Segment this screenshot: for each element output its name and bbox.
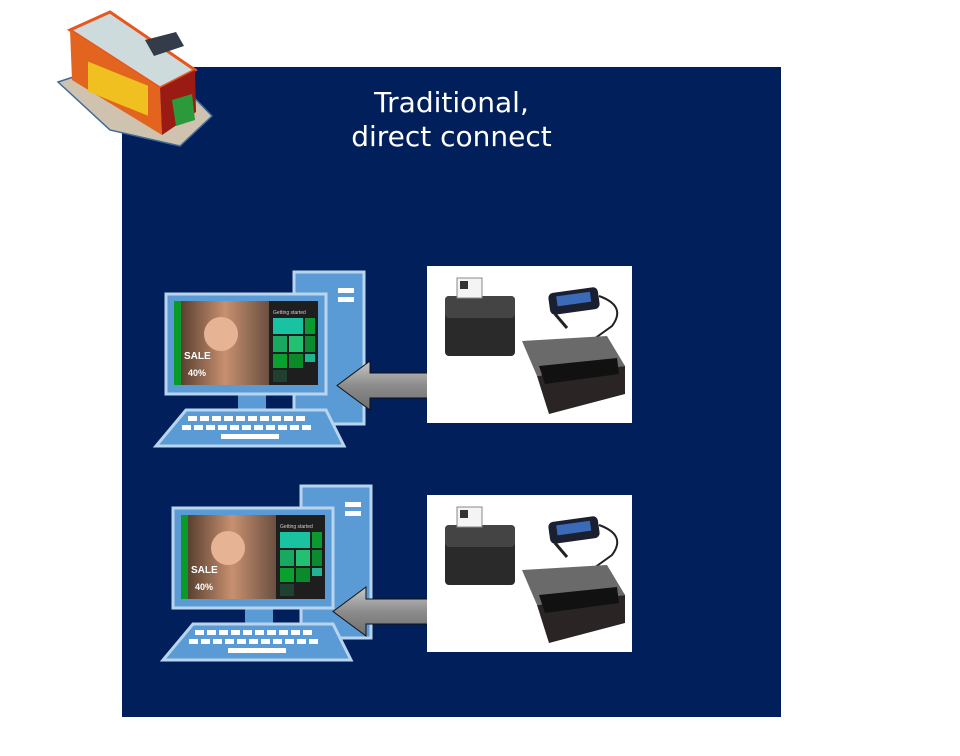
title-line-2: direct connect <box>351 120 552 153</box>
screen-discount-text: 40% <box>188 368 206 378</box>
screen-discount-text: 40% <box>195 582 213 592</box>
screen-tiles-header: Getting started <box>280 524 313 530</box>
screen-tiles-header: Getting started <box>273 310 306 316</box>
desktop-computer-icon: Getting started SALE 40% <box>154 270 366 448</box>
screen-sale-text: SALE <box>184 351 211 362</box>
terminal-row-1: Getting started SALE 40% <box>154 264 634 448</box>
desktop-computer-icon: Getting started SALE 40% <box>161 484 373 662</box>
terminal-row-2: Getting started SALE 40% <box>161 484 634 662</box>
title-line-1: Traditional, <box>374 86 529 119</box>
peripherals-image <box>425 264 634 425</box>
screen-sale-text: SALE <box>191 565 218 576</box>
store-building-icon <box>56 10 214 147</box>
slide-title: Traditional, direct connect <box>122 86 781 154</box>
peripherals-image <box>425 493 634 654</box>
